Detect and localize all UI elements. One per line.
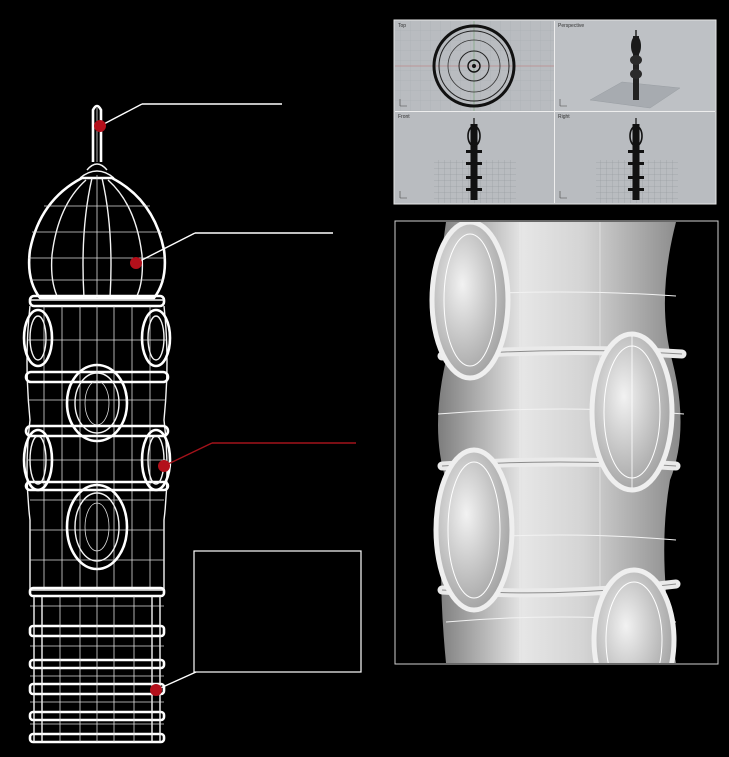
viewport-top[interactable]: Top [395, 21, 554, 111]
callout-marker-dot [150, 684, 162, 696]
dome-callout [130, 232, 333, 269]
viewport-perspective[interactable]: Perspective [555, 21, 715, 111]
axis-icon [399, 191, 407, 199]
callout-label-box [193, 550, 362, 673]
base-rings-callout [150, 550, 362, 696]
render-pod [433, 447, 515, 613]
pod-ring-tier-2 [22, 424, 172, 571]
viewport-front[interactable]: Front [395, 112, 554, 203]
base-rings [28, 586, 166, 744]
axis-icon [399, 99, 407, 107]
callout-marker-dot [158, 460, 170, 472]
cad-viewports: Top Perspective Front [393, 19, 717, 205]
axis-icon [559, 99, 567, 107]
spire [79, 104, 115, 179]
pod-ring-callout [158, 442, 356, 472]
axis-icon [559, 191, 567, 199]
spire-tip-callout [94, 103, 282, 132]
viewport-right[interactable]: Right [555, 112, 715, 203]
callout-marker-dot [94, 120, 106, 132]
callout-marker-dot [130, 257, 142, 269]
pod-ring-tier-1 [22, 308, 172, 443]
tower-wireframe [22, 104, 172, 744]
render-pod [591, 567, 677, 663]
viewport-label-perspective: Perspective [558, 23, 584, 29]
render-pod [589, 331, 675, 493]
render-pod [429, 222, 511, 381]
viewport-label-top: Top [398, 23, 406, 29]
viewport-label-front: Front [398, 114, 410, 120]
viewport-label-right: Right [558, 114, 570, 120]
render-panel [394, 220, 719, 665]
onion-dome [27, 175, 167, 300]
